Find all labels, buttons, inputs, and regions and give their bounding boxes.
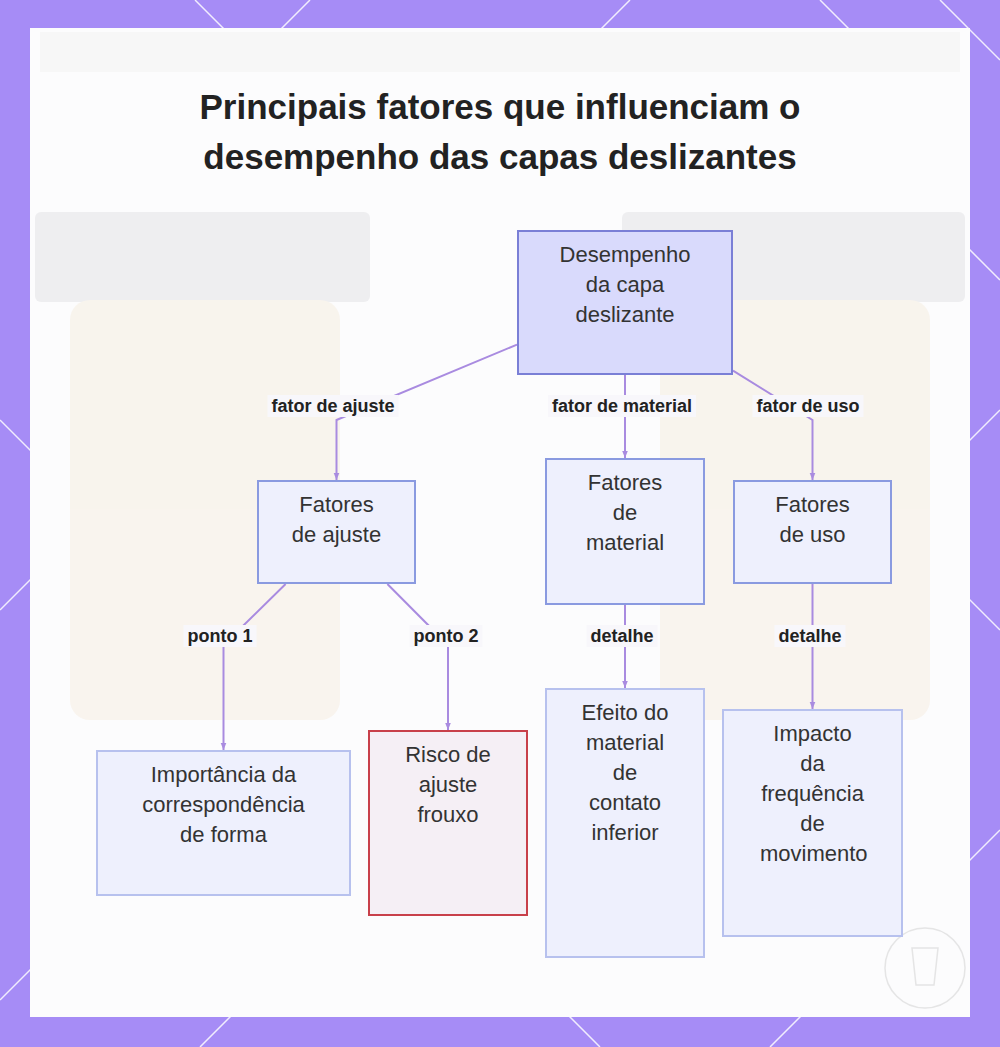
connector (387, 584, 448, 730)
node-label: Fatores de ajuste (289, 490, 384, 550)
edge-label: detalhe (586, 625, 657, 647)
watermark-icon (885, 928, 965, 1008)
category-box: Fatores de ajuste (257, 480, 416, 584)
category-box: Fatores de material (545, 458, 705, 605)
edge-label: fator de material (548, 395, 696, 417)
diagram-title: Principais fatores que influenciam o des… (130, 82, 870, 182)
detail-box: Impacto da frequência de movimento (722, 709, 903, 937)
title-text: Principais fatores que influenciam o des… (200, 87, 801, 176)
edge-label: ponto 2 (410, 625, 483, 647)
detail-box: Efeito do material de contato inferior (545, 688, 705, 958)
node-label: Risco de ajuste frouxo (395, 740, 501, 830)
connector (733, 371, 813, 480)
connector (224, 584, 286, 750)
node-label: Impacto da frequência de movimento (760, 719, 865, 869)
panel (30, 28, 970, 1017)
category-box: Fatores de uso (733, 480, 892, 584)
edge-label: fator de uso (752, 395, 863, 417)
edge-label: detalhe (774, 625, 845, 647)
edge-label: fator de ajuste (267, 395, 398, 417)
risk-box: Risco de ajuste frouxo (368, 730, 528, 916)
root-box: Desempenho da capa deslizante (517, 230, 733, 375)
node-label: Fatores de material (582, 468, 668, 558)
node-label: Efeito do material de contato inferior (579, 698, 671, 848)
faded-photo (35, 32, 965, 720)
node-label: Importância da correspondência de forma (140, 760, 307, 850)
edge-label: ponto 1 (184, 625, 257, 647)
detail-box: Importância da correspondência de forma (96, 750, 351, 896)
node-label: Fatores de uso (765, 490, 860, 550)
node-label: Desempenho da capa deslizante (554, 240, 696, 330)
